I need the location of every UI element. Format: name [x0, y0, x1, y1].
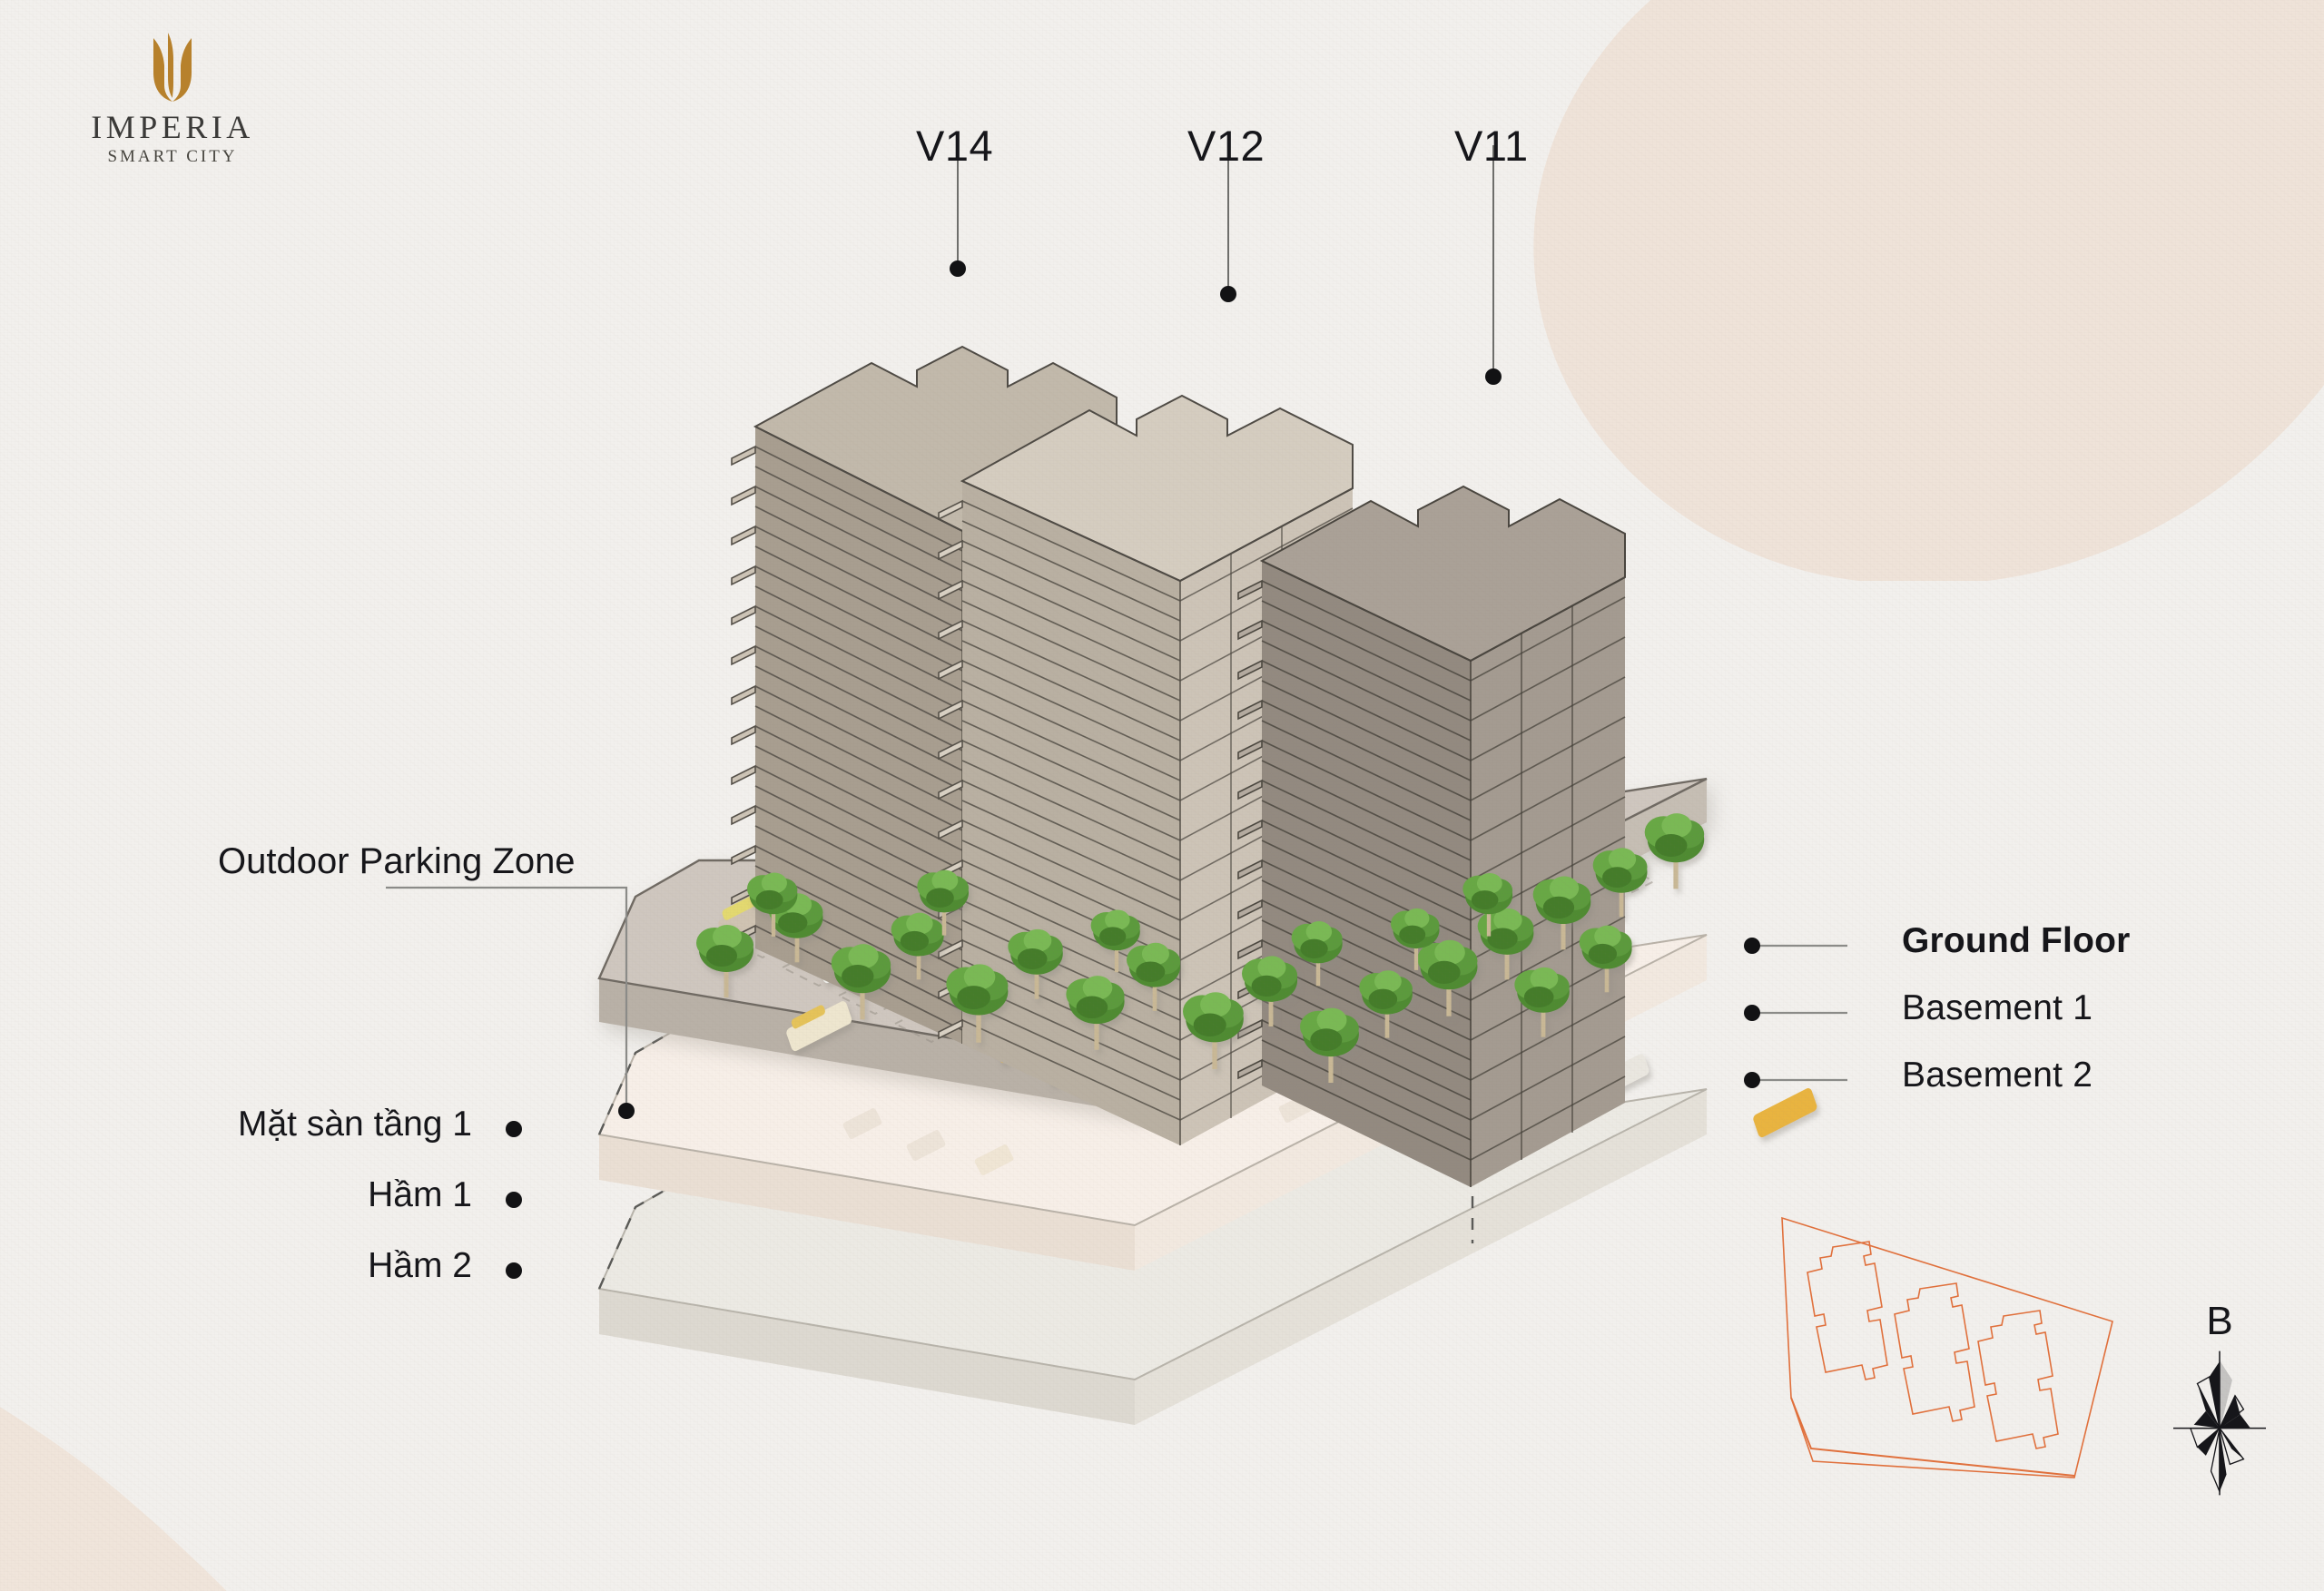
compass-rose-icon: [2173, 1350, 2266, 1496]
brand-tagline: SMART CITY: [107, 147, 238, 166]
outdoor-parking-zone-label[interactable]: Outdoor Parking Zone: [218, 841, 576, 881]
floor-label-vi-ground[interactable]: Mặt sàn tầng 1: [238, 1105, 472, 1144]
floor-label-vi-basement1[interactable]: Hầm 1: [368, 1175, 472, 1214]
brand-logo: IMPERIA SMART CITY: [54, 31, 290, 165]
compass: B: [2152, 1299, 2288, 1508]
floor-label-basement2[interactable]: Basement 2: [1902, 1056, 2093, 1095]
tower-label-v11[interactable]: V11: [1454, 122, 1529, 170]
site-key-plan[interactable]: [1775, 1205, 2129, 1505]
floor-label-vi-basement2[interactable]: Hầm 2: [368, 1246, 472, 1285]
tower-label-v14[interactable]: V14: [916, 122, 994, 170]
tower-v11: [1237, 485, 1626, 1187]
tulip-crown-icon: [153, 33, 192, 102]
floor-label-basement1[interactable]: Basement 1: [1902, 988, 2093, 1027]
tower-label-v12[interactable]: V12: [1187, 122, 1265, 170]
brand-name: IMPERIA: [91, 109, 254, 145]
compass-north-label: B: [2206, 1299, 2233, 1343]
floor-label-ground[interactable]: Ground Floor: [1902, 921, 2131, 960]
